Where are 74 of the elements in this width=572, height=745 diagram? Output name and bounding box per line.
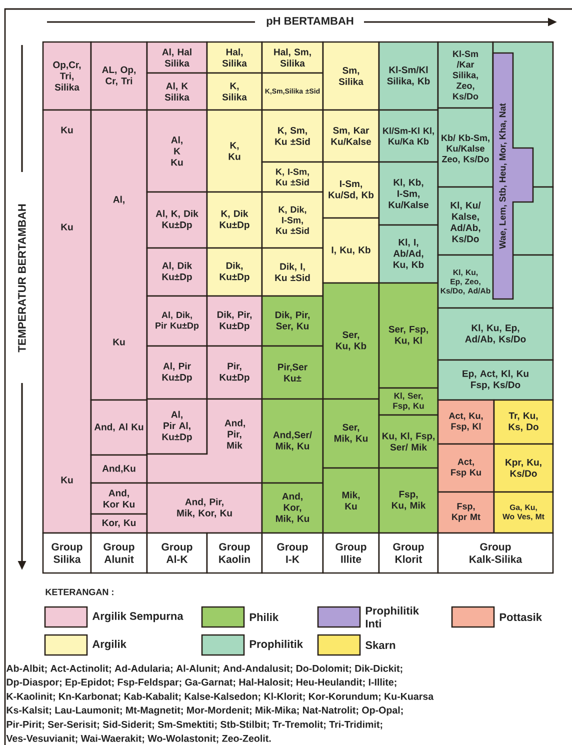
legend-item: Prophilitik Inti [317, 606, 419, 628]
mineral-cell: Hal, Silika [206, 41, 263, 74]
mineral-cell: K, Dik Ku±Dp [206, 191, 263, 249]
legend-item: Philik [201, 606, 279, 628]
mineral-cell: And,Ser/ Mik, Ku [261, 398, 324, 484]
mineral-cell: I-Sm, Ku/Sd, Kb [322, 161, 380, 219]
mineral-cell: Dik, Ku±Dp [206, 247, 263, 297]
mineral-cell: Pir,Ser Ku± [261, 345, 324, 400]
mineral-cell: Al, Hal Silika [146, 41, 208, 74]
group-header-cell: Group Silika [42, 532, 92, 574]
mineral-cell: Kpr, Ku, Ks/Do [493, 443, 554, 493]
group-header-cell: Group Alunit [90, 532, 148, 574]
mineral-cell: Kor, Ku [90, 513, 148, 534]
mineral-cell: Dik, Pir, Ku±Dp [206, 295, 263, 347]
abbreviation-note: K-Kaolinit; Kn-Karbonat; Kab-Kabalit; Kalse-Kalsedon; Kl-Klorit; Kor-Korundum; Ku-Kuarsa [6, 692, 434, 702]
mineral-cell: Kl-Sm/Kl Silika, Kb [378, 41, 439, 111]
mineral-cell: Ep, Act, Kl, Ku Fsp, Ks/Do [437, 359, 554, 401]
group-header-cell: Group Klorit [378, 532, 439, 574]
legend-heading: KETERANGAN : [46, 588, 114, 596]
abbreviation-note: Ab-Albit; Act-Actinolit; Ad-Adularia; Al-Alunit; And-Andalusit; Do-Dolomit; Dik-Dickit; [6, 664, 402, 674]
legend-item: Prophilitik [201, 634, 303, 656]
mineral-cell: Al, Dik Ku±Dp [146, 247, 208, 297]
group-header-cell: Group Al-K [146, 532, 208, 574]
legend-item: Argilik [44, 634, 126, 656]
mineral-cell: Op,Cr, Tri, Silika [42, 41, 92, 111]
mineral-cell: Dik, I, Ku ±Sid [261, 247, 324, 297]
mineral-cell: Sm, Kar Ku/Kalse [322, 109, 380, 163]
mineral-cell: Dik, Pir, Ser, Ku [261, 295, 324, 347]
mineral-cell: And,Ku [90, 454, 148, 484]
mineral-cell: Sm, Silika [322, 41, 380, 111]
mineral-cell: Al, Pir Ku±Dp [146, 345, 208, 400]
mineral-cell: Kl/Sm-Kl Kl, Ku/Ka Kb [378, 109, 439, 163]
legend-item: Pottasik [451, 606, 542, 628]
mineral-cell: Fsp, Kpr Mt [437, 491, 495, 534]
mineral-cell: Al, Dik, Pir Ku±Dp [146, 295, 208, 347]
mineral-cell: Al, Pir Al, Ku±Dp [146, 398, 208, 455]
abbreviation-note: Ks-Kalsit; Lau-Laumonit; Mt-Magnetit; Mor-Mordenit; Mik-Mika; Nat-Natrolit; Op-Opal; [6, 706, 403, 716]
alteration-band: Wae, Lem, Stb, Heu, Mor, Kha, Nat [492, 52, 534, 300]
mineral-cell: Ku, Kl, Fsp, Ser/ Mik [378, 414, 439, 469]
abbreviation-note: Dp-Diaspor; Ep-Epidot; Fsp-Feldspar; Ga-Garnat; Hal-Halosit; Heu-Heulandit; I-Illite; [6, 678, 396, 688]
mineral-cell: Kl-Sm /Kar Silika, Zeo, Ks/Do [437, 41, 494, 109]
legend-item: Argilik Sempurna [44, 606, 184, 628]
abbreviation-note: Ves-Vesuvianit; Wai-Waerakit; Wo-Wolastonit; Zeo-Zeolit. [6, 734, 271, 744]
mineral-cell: Kl, Ser, Fsp, Ku [378, 387, 439, 416]
mineral-cell: AL, Op, Cr, Tri [90, 41, 148, 111]
mineral-cell: K, Silika [206, 72, 263, 111]
mineral-cell: Kl, I, Ab/Ad, Ku, Kb [378, 224, 439, 284]
axis-label: TEMPERATUR BERTAMBAH [18, 204, 26, 352]
mineral-cell: Kl, Ku, Ep, Ad/Ab, Ks/Do [437, 307, 554, 361]
mineral-cell: Mik, Ku [322, 467, 380, 534]
group-header-cell: Group Kalk-Silika [437, 532, 554, 574]
mineral-cell: And, Al Ku [90, 399, 148, 456]
mineral-cell: Act, Fsp Ku [437, 443, 495, 493]
mineral-cell: Pir, Ku±Dp [206, 345, 263, 400]
mineral-cell: Kl, Kb, I-Sm, Ku/Kalse [378, 161, 439, 226]
mineral-cell: K, I-Sm, Ku ±Sid [261, 161, 324, 193]
group-header-cell: Group Illite [322, 532, 380, 574]
mineral-cell: Al, K, Dik Ku±Dp [146, 191, 208, 249]
mineral-cell: And, Kor, Mik, Ku [261, 482, 324, 534]
mineral-cell: Ser, Mik, Ku [322, 398, 380, 469]
group-header-cell: Group Kaolin [206, 532, 263, 574]
axis-label: pH BERTAMBAH [266, 17, 354, 27]
mineral-cell: I, Ku, Kb [322, 217, 380, 284]
mineral-cell: Fsp, Ku, Mik [378, 467, 439, 534]
mineral-cell: K, Dik, I-Sm, Ku ±Sid [261, 191, 324, 249]
abbreviation-note: Pir-Pirit; Ser-Serisit; Sid-Siderit; Sm-Smektiti; Stb-Stilbit; Tr-Tremolit; Tri-Tridimit; [6, 720, 382, 730]
mineral-cell: K, Sm, Ku ±Sid [261, 109, 324, 163]
mineral-cell: Act, Ku, Fsp, Kl [437, 399, 495, 445]
mineral-cell: Hal, Sm, Silika [261, 41, 324, 74]
group-header-cell: Group I-K [261, 532, 324, 574]
mineral-cell: Tr, Ku, Ks, Do [493, 399, 554, 445]
mineral-cell: And, Kor Ku [90, 482, 148, 515]
mineral-cell: Al, K Silika [146, 72, 208, 111]
legend-item: Skarn [317, 634, 396, 656]
